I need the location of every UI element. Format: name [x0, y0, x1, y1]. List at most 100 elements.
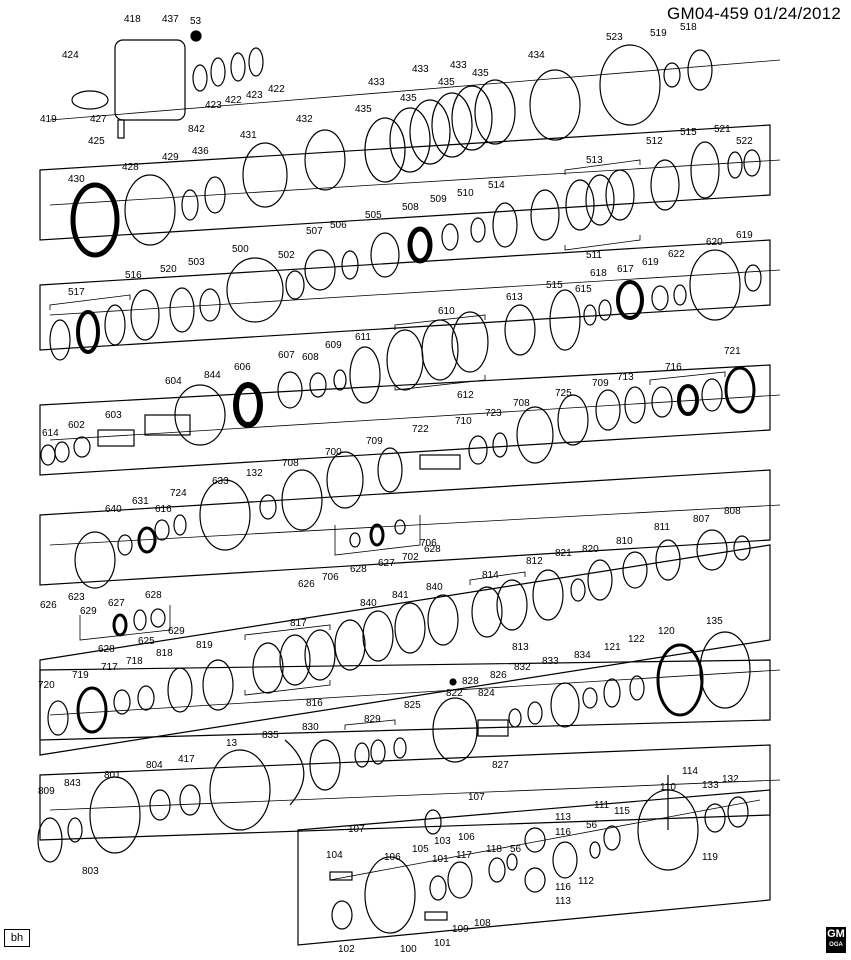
- ring-713: [624, 386, 646, 424]
- callout-609: 609: [325, 340, 342, 351]
- callout-841: 841: [392, 590, 409, 601]
- callout-423a: 423: [205, 100, 222, 111]
- callout-515b: 515: [546, 280, 563, 291]
- gear-103: [424, 809, 442, 835]
- callout-840b: 840: [360, 598, 377, 609]
- ring-516: [130, 289, 160, 341]
- callout-606: 606: [234, 362, 251, 373]
- callout-821: 821: [555, 548, 572, 559]
- pin-101: [424, 911, 448, 921]
- bracket-610: [394, 314, 486, 330]
- callout-522: 522: [736, 136, 753, 147]
- callout-603: 603: [105, 410, 122, 421]
- ring-429: [181, 189, 199, 221]
- callout-819: 819: [196, 640, 213, 651]
- plate-840b: [362, 610, 394, 662]
- seal-506: [341, 250, 359, 280]
- callout-417: 417: [178, 754, 195, 765]
- callout-120: 120: [658, 626, 675, 637]
- callout-619b: 619: [642, 257, 659, 268]
- callout-122: 122: [628, 634, 645, 645]
- ring-825: [393, 737, 407, 759]
- ring-518: [687, 49, 713, 91]
- ring-829a: [354, 742, 370, 768]
- ring-122: [629, 675, 645, 701]
- callout-102: 102: [338, 944, 355, 955]
- callout-811: 811: [654, 522, 670, 533]
- ring-832: [527, 701, 543, 725]
- plate-813: [471, 586, 503, 638]
- bearing-627: [369, 523, 385, 547]
- ring-619b: [744, 264, 762, 292]
- callout-615: 615: [575, 284, 592, 295]
- callout-803: 803: [82, 866, 99, 877]
- callout-813: 813: [512, 642, 529, 653]
- ring-809: [37, 817, 63, 863]
- ring-520: [169, 287, 195, 333]
- plate-812: [532, 569, 564, 621]
- ring-826: [508, 708, 522, 728]
- plate-816: [252, 642, 284, 694]
- plate-431: [242, 142, 288, 208]
- callout-108: 108: [474, 918, 491, 929]
- callout-509: 509: [430, 194, 447, 205]
- plate-830: [309, 739, 341, 791]
- plate-817c: [279, 634, 311, 686]
- callout-507: 507: [306, 226, 323, 237]
- carrier-700: [326, 451, 364, 509]
- plate-433c: [474, 79, 516, 145]
- panel-row-6: [39, 659, 771, 741]
- callout-117: 117: [456, 850, 472, 861]
- callout-435d: 435: [472, 68, 489, 79]
- gear-820: [587, 559, 613, 601]
- callout-100: 100: [400, 944, 417, 955]
- callout-419: 419: [40, 114, 57, 125]
- callout-432: 432: [296, 114, 313, 125]
- callout-56b: 56: [510, 844, 522, 855]
- ring-804: [149, 789, 171, 821]
- callout-502: 502: [278, 250, 295, 261]
- ring-515b: [549, 289, 581, 351]
- ring-803: [67, 817, 83, 843]
- callout-111: 111: [594, 800, 610, 811]
- bracket-817: [244, 624, 331, 640]
- callout-116b: 116: [555, 882, 571, 893]
- callout-816: 816: [306, 698, 323, 709]
- callout-820: 820: [582, 544, 599, 555]
- ring-716b: [677, 384, 699, 416]
- gear-118: [488, 857, 506, 883]
- callout-640: 640: [105, 504, 122, 515]
- callout-434: 434: [528, 50, 545, 61]
- ring-710: [468, 435, 488, 465]
- callout-710: 710: [455, 416, 472, 427]
- callout-113a: 113: [555, 812, 571, 823]
- gear-116a: [524, 827, 546, 853]
- callout-718: 718: [126, 656, 143, 667]
- callout-505: 505: [365, 210, 382, 221]
- gear-631: [137, 526, 157, 554]
- bracket-716: [649, 371, 726, 385]
- shaft-604: [144, 414, 191, 436]
- ring-521: [727, 151, 743, 179]
- callout-107b: 107: [348, 824, 365, 835]
- plate-513b: [585, 174, 615, 226]
- callout-56a: 56: [586, 820, 598, 831]
- band-523: [599, 44, 661, 126]
- callout-814: 814: [482, 570, 499, 581]
- ring-434: [529, 69, 581, 141]
- ring-522: [743, 149, 761, 177]
- callout-520: 520: [160, 264, 177, 275]
- callout-115: 115: [614, 806, 630, 817]
- ring-619a: [651, 285, 669, 311]
- ring-602: [73, 436, 91, 458]
- ring-709b: [377, 447, 403, 493]
- callout-616: 616: [155, 504, 172, 515]
- seal-422a: [210, 57, 226, 87]
- ring-629: [150, 608, 166, 628]
- callout-523: 523: [606, 32, 623, 43]
- diagram-id: GM04-459: [667, 4, 749, 23]
- ring-723: [492, 432, 508, 458]
- callout-511: 511: [586, 250, 602, 261]
- ring-716a: [651, 386, 673, 418]
- bracket-706-group: [334, 515, 421, 556]
